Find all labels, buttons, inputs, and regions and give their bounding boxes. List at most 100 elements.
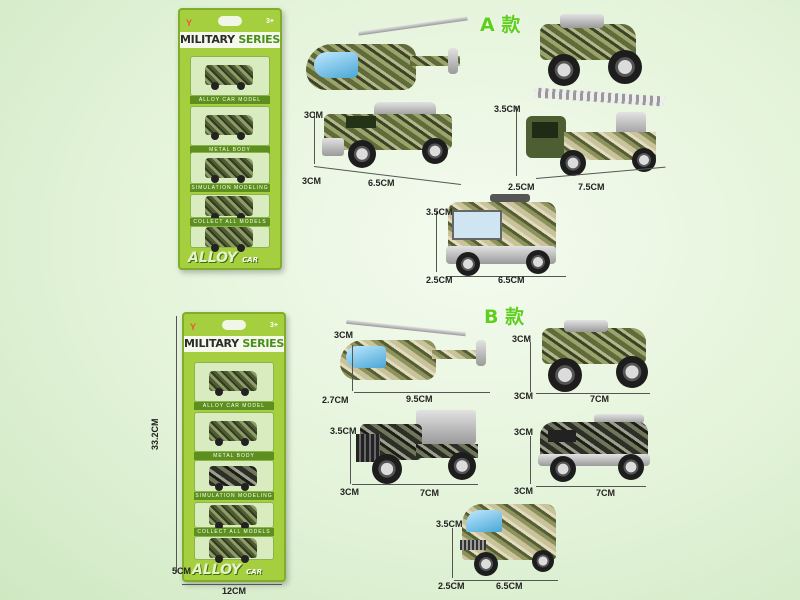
alloy-logo-sub: CAR MODEL bbox=[242, 256, 259, 264]
package-caption: SIMULATION MODELING bbox=[194, 492, 274, 500]
truck-b bbox=[352, 406, 482, 486]
car-miniature bbox=[205, 158, 253, 183]
wheel bbox=[448, 452, 476, 480]
buggy-width-label: 3CM bbox=[514, 391, 534, 401]
armored-car-b bbox=[534, 410, 654, 486]
package-caption: ALLOY CAR MODEL bbox=[190, 96, 270, 104]
jeep-a bbox=[318, 102, 458, 172]
car-slot bbox=[190, 106, 270, 146]
wheel bbox=[608, 50, 642, 84]
wheel bbox=[422, 138, 448, 164]
heli-length-label: 9.5CM bbox=[406, 394, 433, 404]
ladder-height-label: 3.5CM bbox=[494, 104, 521, 114]
wheel bbox=[618, 454, 644, 480]
heli-width-label: 2.7CM bbox=[322, 395, 349, 405]
van-length-label: 6.5CM bbox=[496, 581, 523, 591]
bus-windshield bbox=[452, 210, 502, 240]
windshield bbox=[346, 116, 376, 128]
car-slot bbox=[190, 226, 270, 252]
package-caption: SIMULATION MODELING bbox=[190, 184, 270, 192]
dimension-line bbox=[436, 212, 437, 272]
wheel bbox=[532, 550, 554, 572]
package-caption: ALLOY CAR MODEL bbox=[194, 402, 274, 410]
package-title-sub: SERIES bbox=[238, 33, 280, 46]
box-depth-label: 5CM bbox=[172, 566, 192, 576]
hang-hole bbox=[218, 16, 242, 26]
armor-length-label: 7CM bbox=[596, 488, 616, 498]
buggy-length-label: 7CM bbox=[590, 394, 610, 404]
package-caption: COLLECT ALL MODELS bbox=[190, 218, 270, 226]
car-miniature bbox=[205, 196, 253, 221]
dimension-line bbox=[352, 345, 353, 391]
brand-logo: Y bbox=[190, 322, 197, 332]
bus-height-label: 3.5CM bbox=[426, 207, 453, 217]
jeep-length-label: 6.5CM bbox=[368, 178, 395, 188]
heli-height-label: 3CM bbox=[334, 330, 354, 340]
variant-a-label: A 款 bbox=[480, 14, 521, 36]
tail-rotor bbox=[476, 340, 486, 366]
tail-boom bbox=[410, 56, 460, 66]
car-slot bbox=[194, 502, 274, 530]
dimension-line bbox=[530, 436, 531, 484]
car-slot bbox=[190, 194, 270, 221]
armored-window bbox=[548, 430, 576, 442]
buggy-b bbox=[534, 318, 654, 394]
wheel bbox=[474, 552, 498, 576]
armored-bus-a bbox=[440, 194, 560, 278]
car-miniature bbox=[205, 115, 253, 140]
cargo-box bbox=[416, 410, 476, 444]
truck-width-label: 3CM bbox=[340, 487, 360, 497]
bus-width-label: 2.5CM bbox=[426, 275, 453, 285]
dimension-line bbox=[454, 580, 558, 581]
bus-length-label: 6.5CM bbox=[498, 275, 525, 285]
wheel bbox=[348, 140, 376, 168]
package-caption: METAL BODY bbox=[190, 146, 270, 154]
dimension-line bbox=[446, 276, 566, 277]
brand-logo: Y bbox=[186, 18, 193, 28]
wheel bbox=[548, 358, 582, 392]
package-box-b: Y 3+ MILITARY SERIES ALLOY CAR MODEL MET… bbox=[182, 312, 286, 582]
alloy-logo-sub: CAR MODEL bbox=[246, 568, 263, 576]
roll-cage bbox=[564, 320, 608, 332]
cab-window bbox=[532, 122, 558, 138]
car-slot bbox=[194, 412, 274, 452]
car-slot bbox=[190, 152, 270, 184]
roof-rack bbox=[374, 102, 436, 116]
package-box-a: Y 3+ MILITARY SERIES ALLOY CAR MODEL MET… bbox=[178, 8, 282, 270]
armor-height-label: 3CM bbox=[514, 427, 534, 437]
truck-height-label: 3.5CM bbox=[330, 426, 357, 436]
van-height-label: 3.5CM bbox=[436, 519, 463, 529]
roof-rack bbox=[594, 414, 644, 424]
dimension-line bbox=[314, 112, 315, 164]
age-badge: 3+ bbox=[266, 18, 274, 25]
package-title-main: MILITARY bbox=[180, 33, 235, 46]
buggy-height-label: 3CM bbox=[512, 334, 532, 344]
car-miniature bbox=[209, 421, 257, 446]
car-miniature bbox=[209, 371, 257, 396]
package-title-sub: SERIES bbox=[242, 337, 284, 350]
car-miniature bbox=[209, 538, 257, 563]
wheel bbox=[616, 356, 648, 388]
tail-boom bbox=[432, 350, 484, 359]
package-caption: METAL BODY bbox=[194, 452, 274, 460]
jeep-width-label: 3CM bbox=[302, 176, 322, 186]
canopy bbox=[314, 52, 358, 78]
wheel bbox=[372, 454, 402, 484]
truck-length-label: 7CM bbox=[420, 488, 440, 498]
car-slot bbox=[194, 460, 274, 492]
dimension-line bbox=[452, 528, 453, 578]
variant-b-label: B 款 bbox=[484, 306, 525, 328]
car-slot bbox=[190, 56, 270, 96]
alloy-logo-text: ALLOY bbox=[192, 562, 242, 578]
rotor-blade bbox=[358, 16, 468, 36]
alloy-logo: ALLOY CAR MODEL bbox=[188, 248, 272, 268]
buggy-a bbox=[530, 10, 645, 88]
helicopter-b bbox=[336, 318, 496, 388]
jeep-height-label: 3CM bbox=[304, 110, 324, 120]
wheel bbox=[456, 252, 480, 276]
package-caption: COLLECT ALL MODELS bbox=[194, 528, 274, 536]
helicopter-a bbox=[298, 16, 468, 94]
hang-hole bbox=[222, 320, 246, 330]
package-title: MILITARY SERIES bbox=[184, 336, 284, 352]
dimension-line bbox=[530, 342, 531, 392]
